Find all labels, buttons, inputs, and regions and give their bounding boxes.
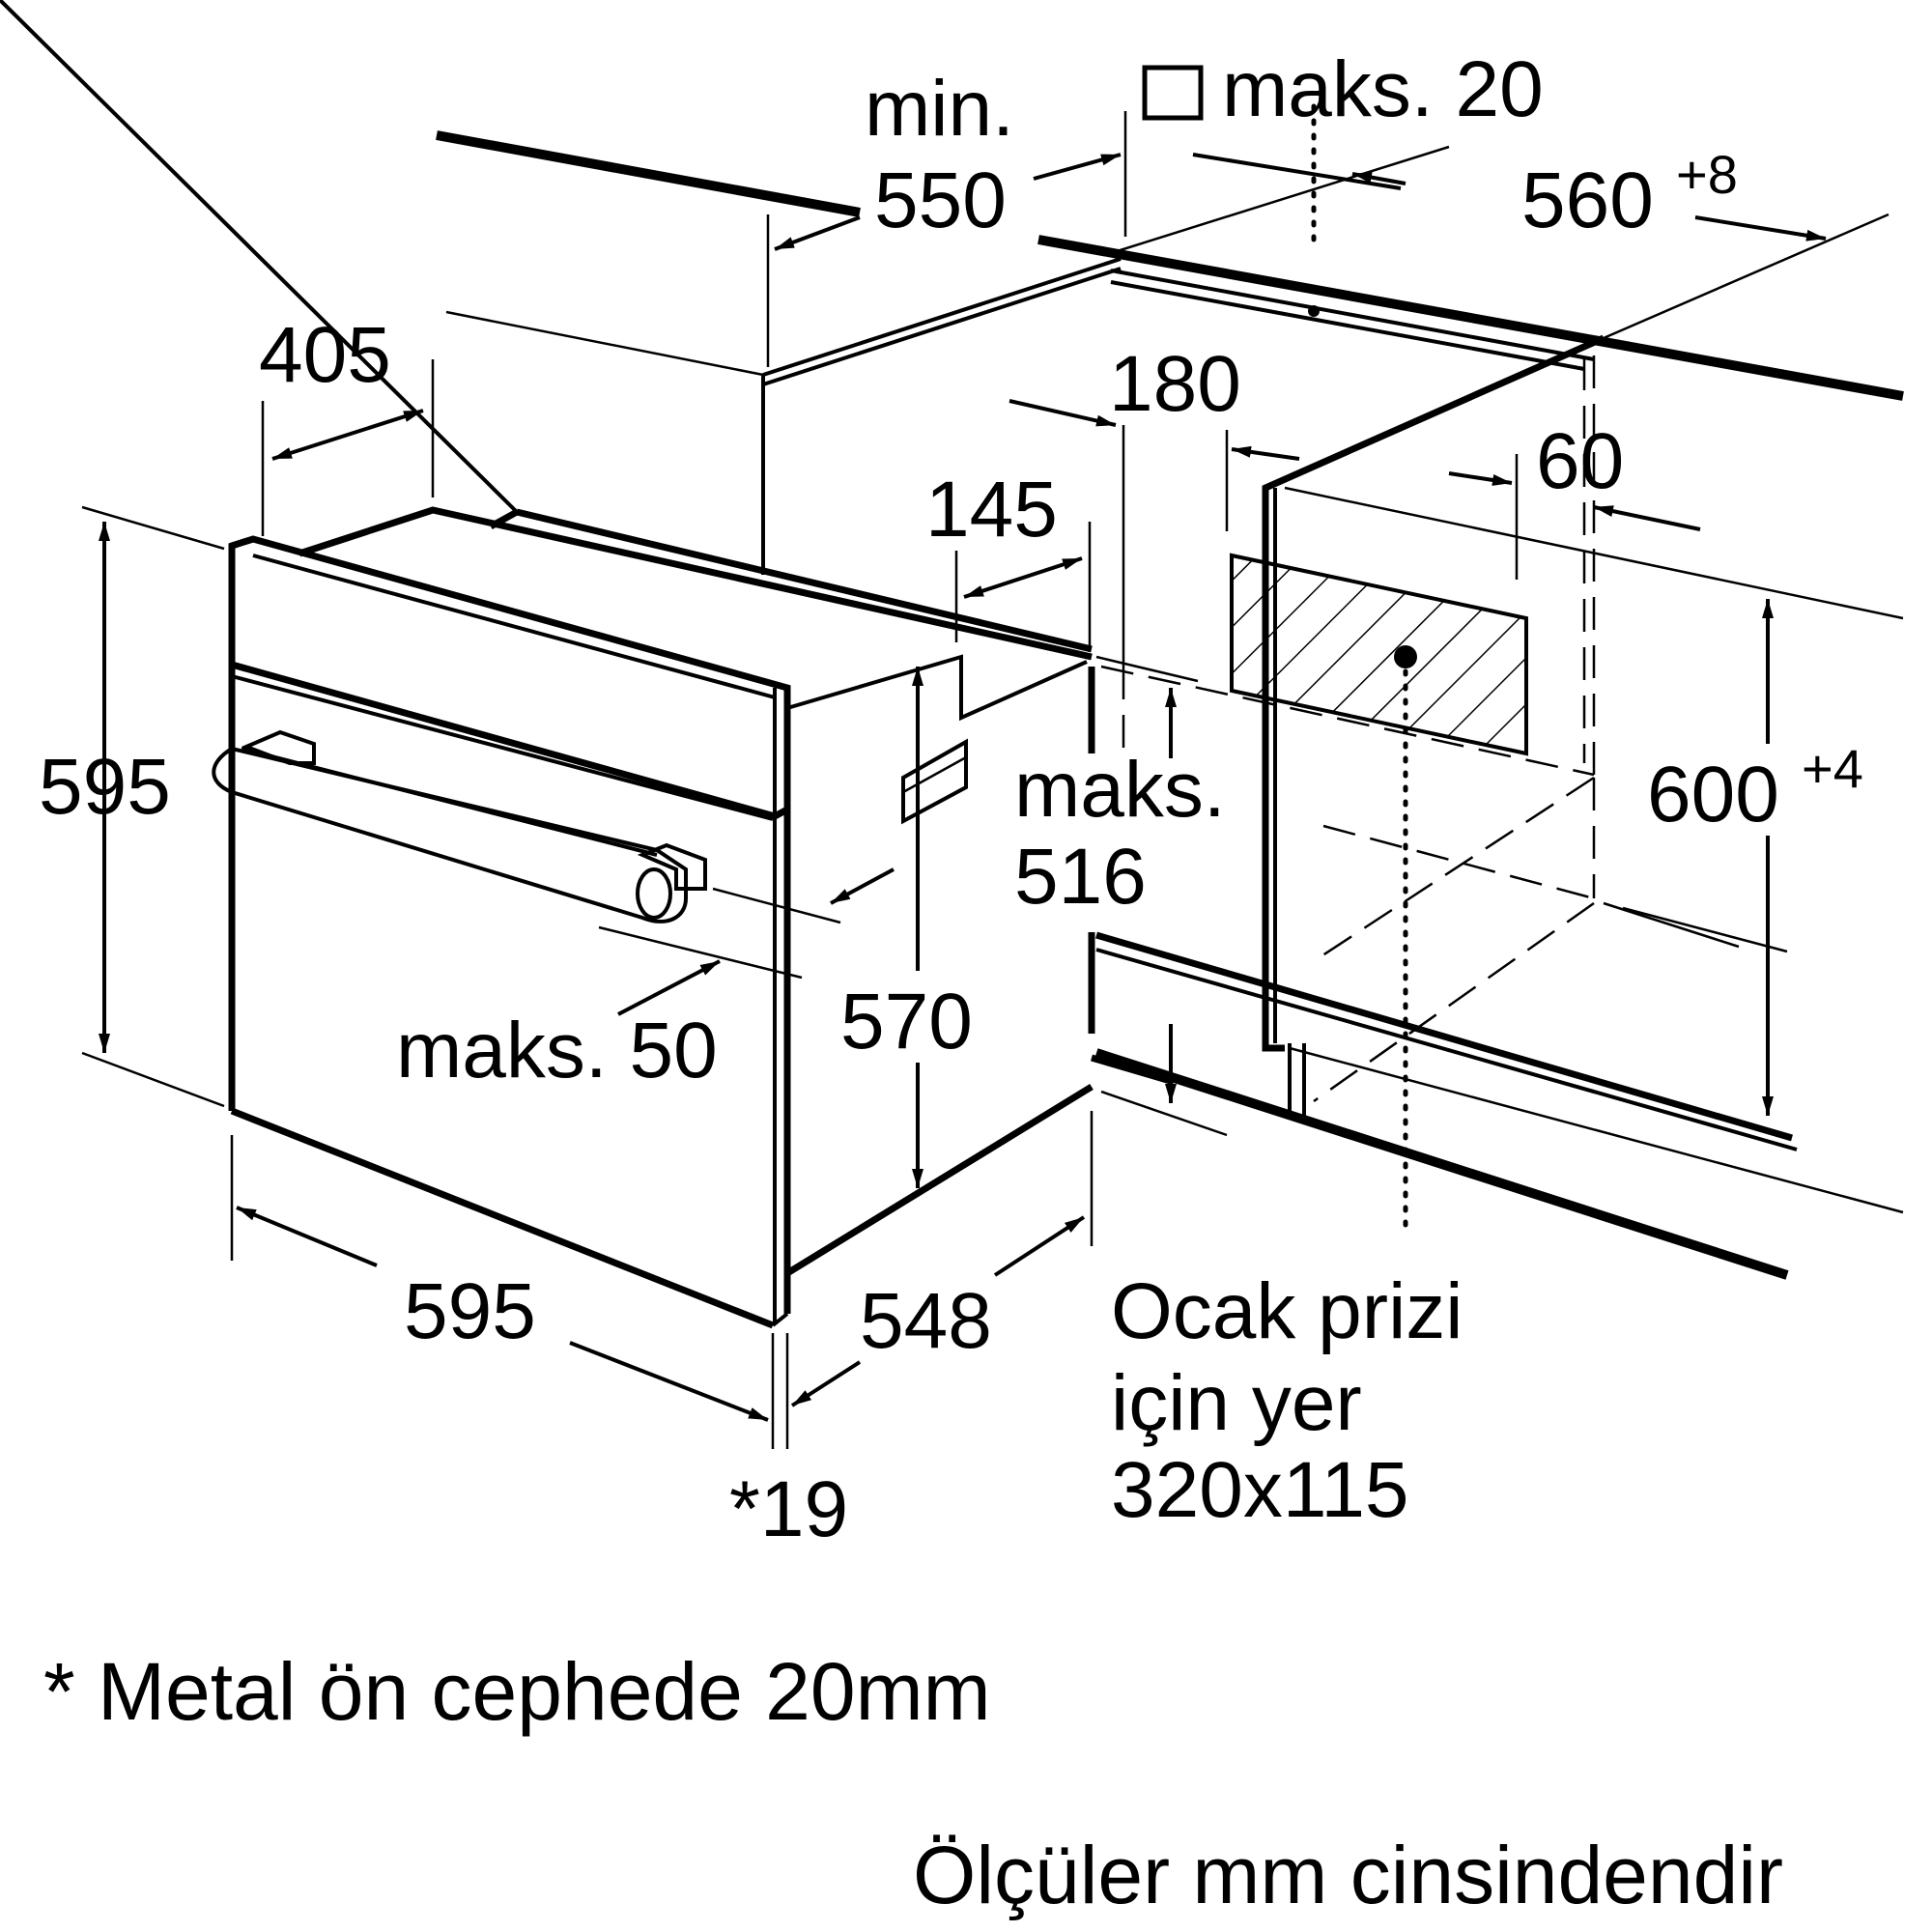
label-600: 600	[1647, 751, 1779, 838]
dimension-labels: min. 550 maks. 20 560 +8 405 595 180 145…	[39, 45, 1863, 1553]
socket-note-line2: için yer	[1111, 1359, 1362, 1447]
units-note: Ölçüler mm cinsindendir	[913, 1830, 1783, 1920]
label-min: min.	[865, 65, 1014, 153]
label-maks-50: maks. 50	[396, 1007, 718, 1094]
label-570: 570	[840, 978, 973, 1065]
label-19: *19	[729, 1465, 848, 1553]
label-560: 560	[1521, 156, 1654, 244]
footnote: * Metal ön cephede 20mm	[43, 1646, 991, 1737]
socket-note-line1: Ocak prizi	[1111, 1267, 1463, 1355]
label-600-tolerance: +4	[1802, 738, 1863, 799]
dimension-lines	[81, 111, 1827, 1449]
label-548: 548	[860, 1277, 992, 1365]
label-180: 180	[1109, 340, 1241, 428]
label-595-height: 595	[39, 743, 171, 831]
label-maks: maks.	[1014, 746, 1226, 834]
label-595-width: 595	[404, 1267, 536, 1355]
label-maks-20: maks. 20	[1222, 45, 1544, 133]
socket-note-line3: 320x115	[1111, 1446, 1409, 1534]
label-405: 405	[259, 311, 391, 399]
label-516: 516	[1014, 833, 1147, 921]
square-icon	[1142, 65, 1204, 121]
oven-body	[0, 0, 1175, 1329]
label-60: 60	[1536, 417, 1624, 505]
socket-note: Ocak prizi için yer 320x115	[1111, 1267, 1463, 1534]
label-560-tolerance: +8	[1676, 144, 1738, 205]
cabinet-niche	[436, 103, 1904, 1280]
label-145: 145	[925, 466, 1058, 554]
label-550: 550	[874, 156, 1007, 244]
